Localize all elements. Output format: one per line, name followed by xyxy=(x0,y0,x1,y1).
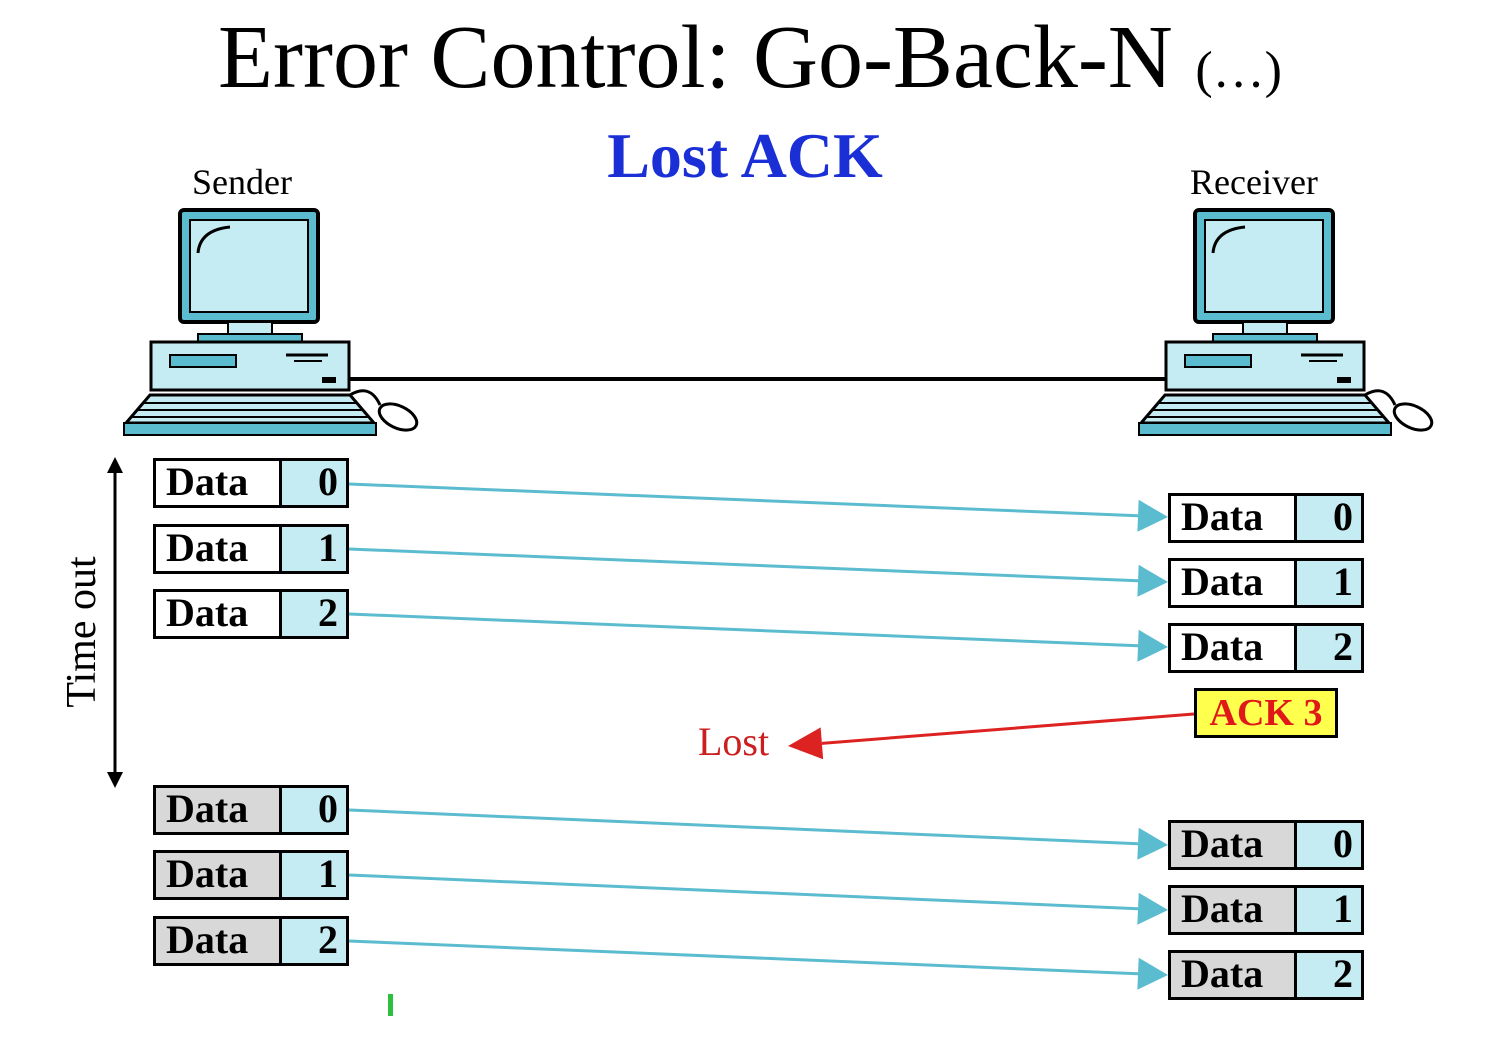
frame-label: Data xyxy=(1171,953,1297,997)
frame-number: 2 xyxy=(1297,626,1361,670)
receiver-computer-icon xyxy=(1133,205,1438,445)
frame-label: Data xyxy=(1171,888,1297,932)
mouse-icon xyxy=(1364,389,1434,432)
frame-number: 2 xyxy=(282,919,346,963)
frame-label: Data xyxy=(156,527,282,571)
sender-retransmit-frame: Data 2 xyxy=(153,916,349,966)
keyboard-icon xyxy=(1137,393,1393,436)
frame-arrow xyxy=(348,873,1168,925)
frame-number: 2 xyxy=(282,592,346,636)
lost-label: Lost xyxy=(698,719,770,764)
frame-number: 0 xyxy=(1297,496,1361,540)
frame-arrow xyxy=(348,547,1168,597)
sender-computer-icon xyxy=(118,205,423,445)
frame-label: Data xyxy=(1171,823,1297,867)
frame-number: 1 xyxy=(1297,561,1361,605)
receiver-frame: Data 2 xyxy=(1168,623,1364,673)
frame-label: Data xyxy=(1171,561,1297,605)
sender-retransmit-frame: Data 1 xyxy=(153,850,349,900)
sender-label: Sender xyxy=(192,162,292,202)
frame-label: Data xyxy=(156,461,282,505)
sender-frame: Data 2 xyxy=(153,589,349,639)
text-cursor-marker xyxy=(388,994,393,1016)
receiver-retransmit-frame: Data 0 xyxy=(1168,820,1364,870)
receiver-retransmit-frame: Data 2 xyxy=(1168,950,1364,1000)
frame-label: Data xyxy=(156,788,282,832)
frame-number: 0 xyxy=(282,788,346,832)
frame-label: Data xyxy=(1171,626,1297,670)
monitor-icon xyxy=(178,208,320,343)
receiver-frame: Data 0 xyxy=(1168,493,1364,543)
mouse-icon xyxy=(349,389,419,432)
lost-ack-arrow xyxy=(788,712,1195,760)
receiver-label: Receiver xyxy=(1190,162,1318,202)
frame-label: Data xyxy=(1171,496,1297,540)
frame-number: 0 xyxy=(282,461,346,505)
sender-frame: Data 0 xyxy=(153,458,349,508)
frame-arrow xyxy=(348,808,1168,860)
slide-title: Error Control: Go-Back-N (…) xyxy=(0,8,1500,121)
frame-number: 1 xyxy=(1297,888,1361,932)
frame-label: Data xyxy=(156,592,282,636)
slide-subtitle: Lost ACK xyxy=(607,120,883,191)
system-unit-icon xyxy=(1164,340,1366,392)
receiver-frame: Data 1 xyxy=(1168,558,1364,608)
title-suffix: (…) xyxy=(1195,42,1282,99)
frame-arrow xyxy=(348,482,1168,532)
system-unit-icon xyxy=(149,340,351,392)
frame-number: 1 xyxy=(282,527,346,571)
network-link xyxy=(348,377,1166,381)
frame-arrow xyxy=(348,939,1168,990)
receiver-retransmit-frame: Data 1 xyxy=(1168,885,1364,935)
frame-number: 2 xyxy=(1297,953,1361,997)
frame-number: 0 xyxy=(1297,823,1361,867)
title-main: Error Control: Go-Back-N xyxy=(218,8,1173,107)
frame-arrow xyxy=(348,612,1168,662)
sender-retransmit-frame: Data 0 xyxy=(153,785,349,835)
monitor-icon xyxy=(1193,208,1335,343)
frame-number: 1 xyxy=(282,853,346,897)
ack-box: ACK 3 xyxy=(1194,688,1338,738)
frame-label: Data xyxy=(156,919,282,963)
sender-frame: Data 1 xyxy=(153,524,349,574)
keyboard-icon xyxy=(122,393,378,436)
timeout-double-arrow xyxy=(96,455,136,795)
frame-label: Data xyxy=(156,853,282,897)
